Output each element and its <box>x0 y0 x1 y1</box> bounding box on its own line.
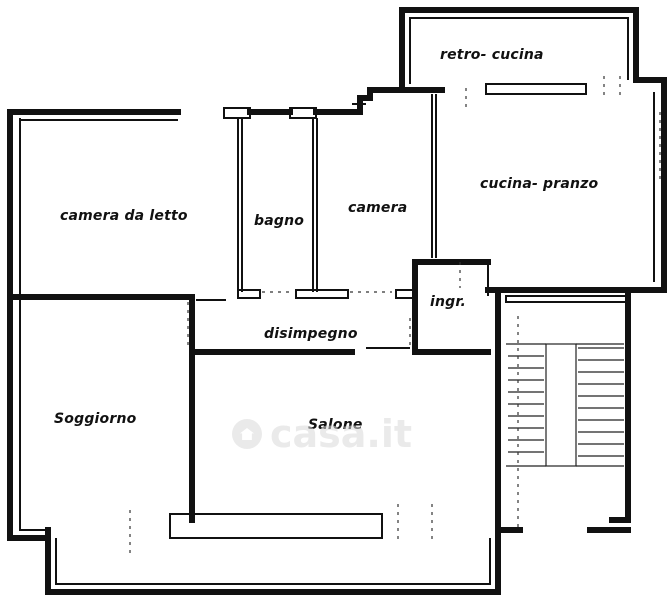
staircase <box>506 343 624 467</box>
house-icon <box>232 419 262 449</box>
label-camera: camera <box>348 200 408 216</box>
label-salone: Salone <box>308 417 363 433</box>
watermark-text: casa.it <box>270 412 413 456</box>
stair-treads-left <box>508 355 544 453</box>
interior-walls <box>11 94 631 533</box>
outer-walls <box>7 7 667 595</box>
label-ingresso: ingr. <box>430 294 467 310</box>
stair-treads-right <box>578 347 624 457</box>
label-retro-cucina: retro- cucina <box>440 47 544 63</box>
label-disimpegno: disimpegno <box>264 326 358 342</box>
label-soggiorno: Soggiorno <box>54 411 137 427</box>
casa-it-watermark: casa.it <box>232 412 412 456</box>
label-cucina-pranzo: cucina- pranzo <box>480 176 599 192</box>
label-bagno: bagno <box>254 213 305 229</box>
door-swing-marks <box>129 76 661 556</box>
label-camera-da-letto: camera da letto <box>60 208 188 224</box>
